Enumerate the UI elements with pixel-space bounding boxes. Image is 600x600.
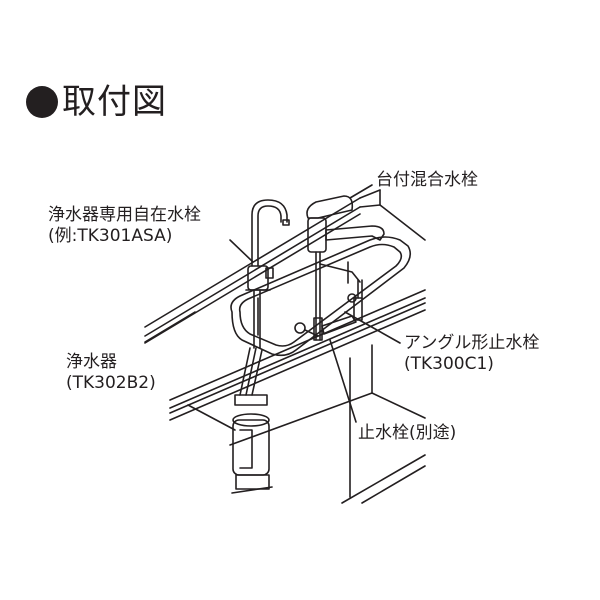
label-angle-valve: アングル形止水栓 (TK300C1) xyxy=(404,333,540,374)
leader-lines xyxy=(187,184,401,431)
deck-mixer-faucet xyxy=(306,195,385,341)
sink-bowl xyxy=(230,236,412,357)
purifier-faucet xyxy=(245,199,290,349)
label-stop-valve: 止水栓(別途) xyxy=(358,423,457,443)
page-title: 取付図 xyxy=(26,82,167,122)
bullet-icon xyxy=(26,86,58,118)
angle-valves xyxy=(294,263,363,341)
countertop-edges xyxy=(144,189,426,504)
page-title-text: 取付図 xyxy=(62,82,167,122)
purifier-cartridge xyxy=(231,347,273,494)
label-purifier-faucet: 浄水器専用自在水栓 (例:TK301ASA) xyxy=(48,205,201,246)
label-purifier: 浄水器 (TK302B2) xyxy=(66,352,156,393)
label-deck-mixer: 台付混合水栓 xyxy=(376,170,478,190)
